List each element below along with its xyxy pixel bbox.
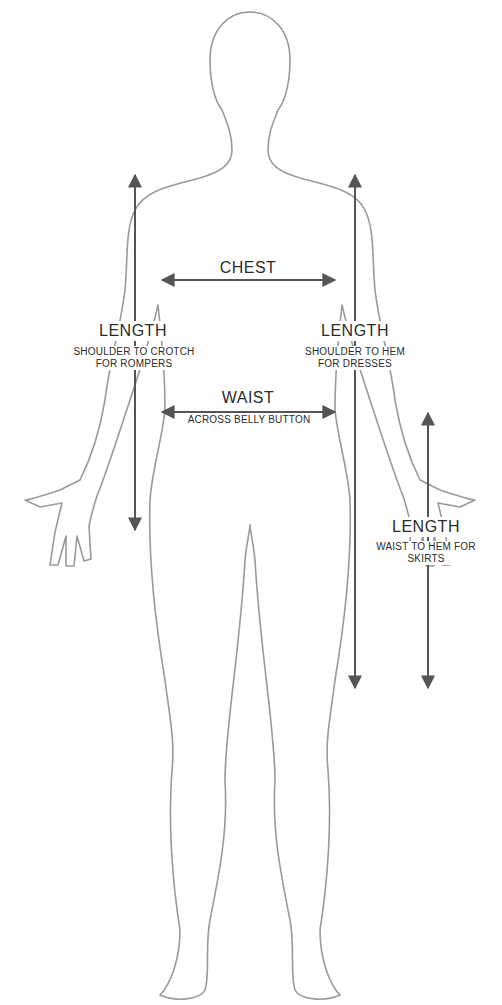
measure-note: SHOULDER TO CROTCH FOR ROMPERS <box>68 346 200 370</box>
body-outline <box>25 12 250 999</box>
measure-title: LENGTH <box>319 321 391 340</box>
measure-arrow <box>162 411 335 413</box>
measure-title: LENGTH <box>390 517 462 536</box>
measure-note: SHOULDER TO HEM FOR DRESSES <box>296 346 414 370</box>
body-outline <box>250 12 475 999</box>
measure-title: LENGTH <box>97 321 169 340</box>
measure-arrow <box>162 279 335 281</box>
measure-note: WAIST TO HEM FOR SKIRTS <box>374 541 478 565</box>
measure-note: ACROSS BELLY BUTTON <box>186 414 313 426</box>
measure-title: WAIST <box>220 388 277 407</box>
measure-arrow <box>354 175 356 688</box>
measure-title: CHEST <box>218 258 279 277</box>
